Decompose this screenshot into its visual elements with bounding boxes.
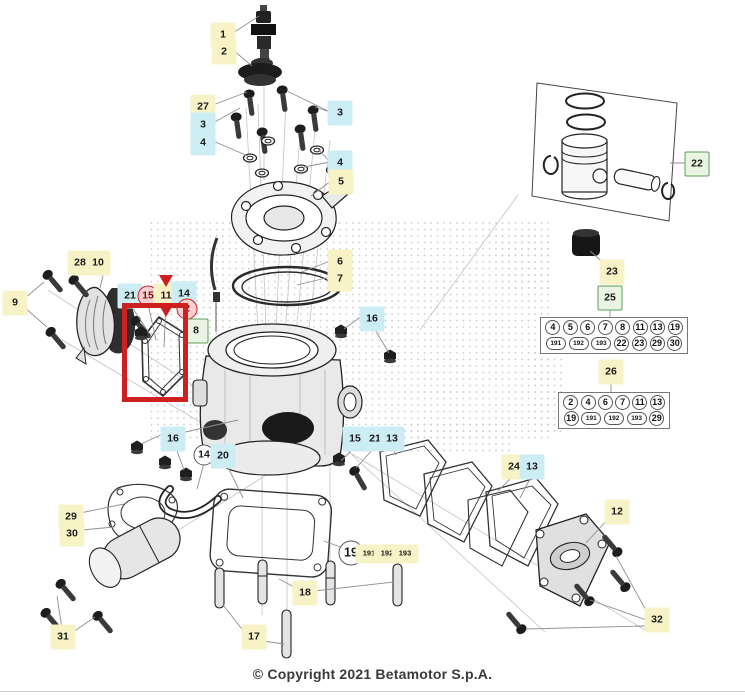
selection-arrow-bottom xyxy=(159,305,173,317)
balloon-16[interactable]: 16 xyxy=(160,426,186,452)
kit-25-item-11[interactable]: 11 xyxy=(632,320,648,335)
cylinder-block-drawing xyxy=(192,323,363,476)
kit-26-item-193[interactable]: 193 xyxy=(626,412,647,425)
base-gasket-drawing xyxy=(209,488,333,578)
balloon-19[interactable]: 19 xyxy=(338,540,364,566)
kit-25-item-29[interactable]: 29 xyxy=(649,336,665,351)
balloon-2[interactable]: 2 xyxy=(211,39,237,65)
balloon-20[interactable]: 20 xyxy=(210,443,236,469)
kit-26-item-191[interactable]: 191 xyxy=(581,412,602,425)
copyright-text: © Copyright 2021 Betamotor S.p.A. xyxy=(252,666,493,682)
balloon-25[interactable]: 25 xyxy=(597,285,623,311)
balloon-13[interactable]: 13 xyxy=(379,426,405,452)
kit-25-item-7[interactable]: 7 xyxy=(597,320,613,335)
balloon-30[interactable]: 30 xyxy=(59,521,85,547)
kit-26-item-2[interactable]: 2 xyxy=(563,395,579,410)
balloon-10[interactable]: 10 xyxy=(85,250,111,276)
elbow-hose-drawing xyxy=(158,485,222,519)
kit-26-item-29[interactable]: 29 xyxy=(649,411,665,426)
kit-25-item-6[interactable]: 6 xyxy=(580,320,596,335)
kit-25-item-192[interactable]: 192 xyxy=(568,337,589,350)
balloon-16[interactable]: 16 xyxy=(359,306,385,332)
balloon-8[interactable]: 8 xyxy=(183,318,209,344)
balloon-23[interactable]: 23 xyxy=(599,259,625,285)
balloon-5[interactable]: 5 xyxy=(328,169,354,195)
bottom-divider xyxy=(0,691,745,692)
balloon-18[interactable]: 18 xyxy=(292,580,318,606)
studs-drawing xyxy=(214,559,403,659)
kit-25-item-193[interactable]: 193 xyxy=(591,337,612,350)
cylinder-head-drawing xyxy=(231,180,349,256)
kit-25-item-191[interactable]: 191 xyxy=(545,337,566,350)
spark-plug-cap-drawing xyxy=(238,58,282,86)
kit-25-item-30[interactable]: 30 xyxy=(667,336,683,351)
bleed-pipe-drawing xyxy=(210,237,220,332)
kit-25-item-8[interactable]: 8 xyxy=(615,320,631,335)
selection-highlight-box xyxy=(122,303,188,402)
kit-26-item-7[interactable]: 7 xyxy=(615,395,631,410)
power-valve-drawing xyxy=(88,483,181,588)
selection-arrow-top xyxy=(159,275,173,287)
balloon-12[interactable]: 12 xyxy=(604,499,630,525)
balloon-13[interactable]: 13 xyxy=(519,454,545,480)
balloon-22[interactable]: 22 xyxy=(684,151,710,177)
kit-25-item-19[interactable]: 19 xyxy=(667,320,683,335)
kit-26-item-13[interactable]: 13 xyxy=(649,395,665,410)
balloon-32[interactable]: 32 xyxy=(644,607,670,633)
kit-25-item-13[interactable]: 13 xyxy=(650,320,666,335)
balloon-3[interactable]: 3 xyxy=(327,100,353,126)
kit-26-item-11[interactable]: 11 xyxy=(632,395,648,410)
kit-25-item-5[interactable]: 5 xyxy=(562,320,578,335)
balloon-31[interactable]: 31 xyxy=(50,624,76,650)
kit-26-item-19[interactable]: 19 xyxy=(563,411,579,426)
balloon-9[interactable]: 9 xyxy=(2,290,28,316)
kit-25-item-23[interactable]: 23 xyxy=(631,336,647,351)
balloon-4[interactable]: 4 xyxy=(190,130,216,156)
kit-25-item-4[interactable]: 4 xyxy=(545,320,561,335)
balloon-17[interactable]: 17 xyxy=(241,624,267,650)
kit-25-item-22[interactable]: 22 xyxy=(614,336,629,351)
kit-26-item-6[interactable]: 6 xyxy=(597,395,613,410)
kit-26-item-192[interactable]: 192 xyxy=(603,412,624,425)
piston-kit-drawing xyxy=(531,82,678,222)
balloon-193[interactable]: 193 xyxy=(391,544,419,564)
balloon-7[interactable]: 7 xyxy=(327,266,353,292)
balloon-26[interactable]: 26 xyxy=(598,359,624,385)
kit-26-item-4[interactable]: 4 xyxy=(580,395,596,410)
rubber-cap-drawing xyxy=(572,229,600,256)
